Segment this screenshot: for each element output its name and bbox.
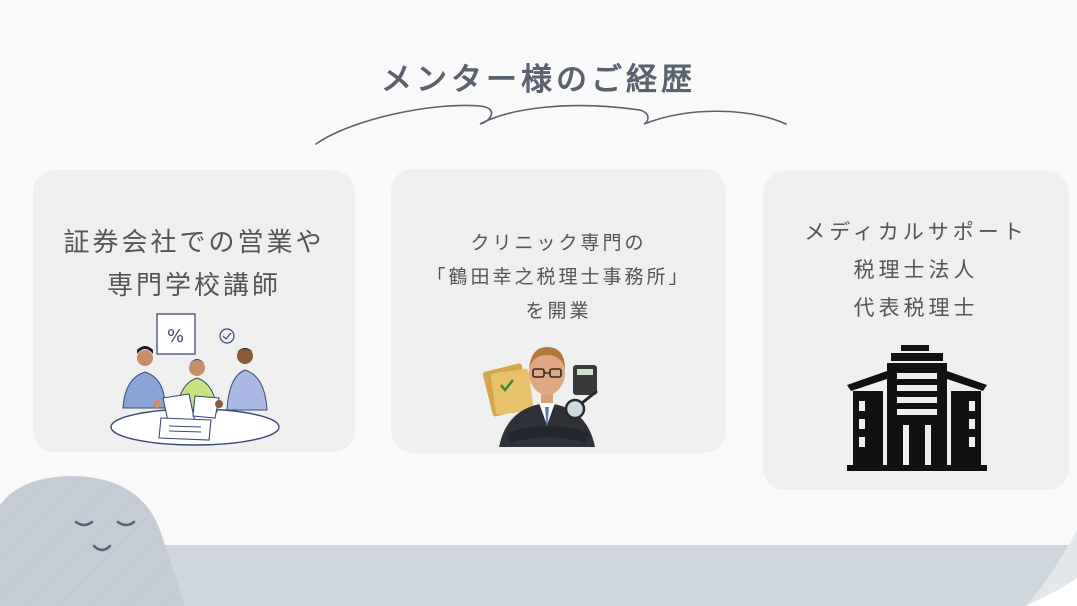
svg-text:%: % (167, 326, 184, 347)
accountant-illustration (483, 347, 598, 447)
decorative-swoosh (315, 104, 787, 145)
card-line: クリニック専門の (470, 232, 647, 254)
career-card-3: メディカルサポート 税理士法人 代表税理士 (763, 171, 1069, 490)
card-line: 税理士法人 (853, 258, 979, 282)
card-line: 証券会社での営業や (63, 228, 325, 258)
career-card-2: クリニック専門の 「鶴田幸之税理士事務所」 を開業 (391, 169, 726, 453)
smiling-blob-decoration (0, 476, 185, 606)
card-line: 「鶴田幸之税理士事務所」 (426, 266, 691, 288)
career-card-2-text: クリニック専門の 「鶴田幸之税理士事務所」 を開業 (391, 226, 726, 328)
card-line: 専門学校講師 (106, 271, 281, 301)
card-line: を開業 (525, 300, 592, 322)
page-curl-decoration (1026, 530, 1077, 606)
career-card-3-text: メディカルサポート 税理士法人 代表税理士 (763, 213, 1069, 327)
business-meeting-illustration: % (110, 313, 280, 446)
office-building-icon (847, 345, 987, 471)
page-title: メンター様のご経歴 (381, 62, 696, 98)
career-card-1-text: 証券会社での営業や 専門学校講師 (33, 222, 355, 308)
career-card-1: 証券会社での営業や 専門学校講師 % (33, 170, 355, 452)
card-line: メディカルサポート (804, 220, 1028, 244)
card-line: 代表税理士 (853, 296, 979, 320)
